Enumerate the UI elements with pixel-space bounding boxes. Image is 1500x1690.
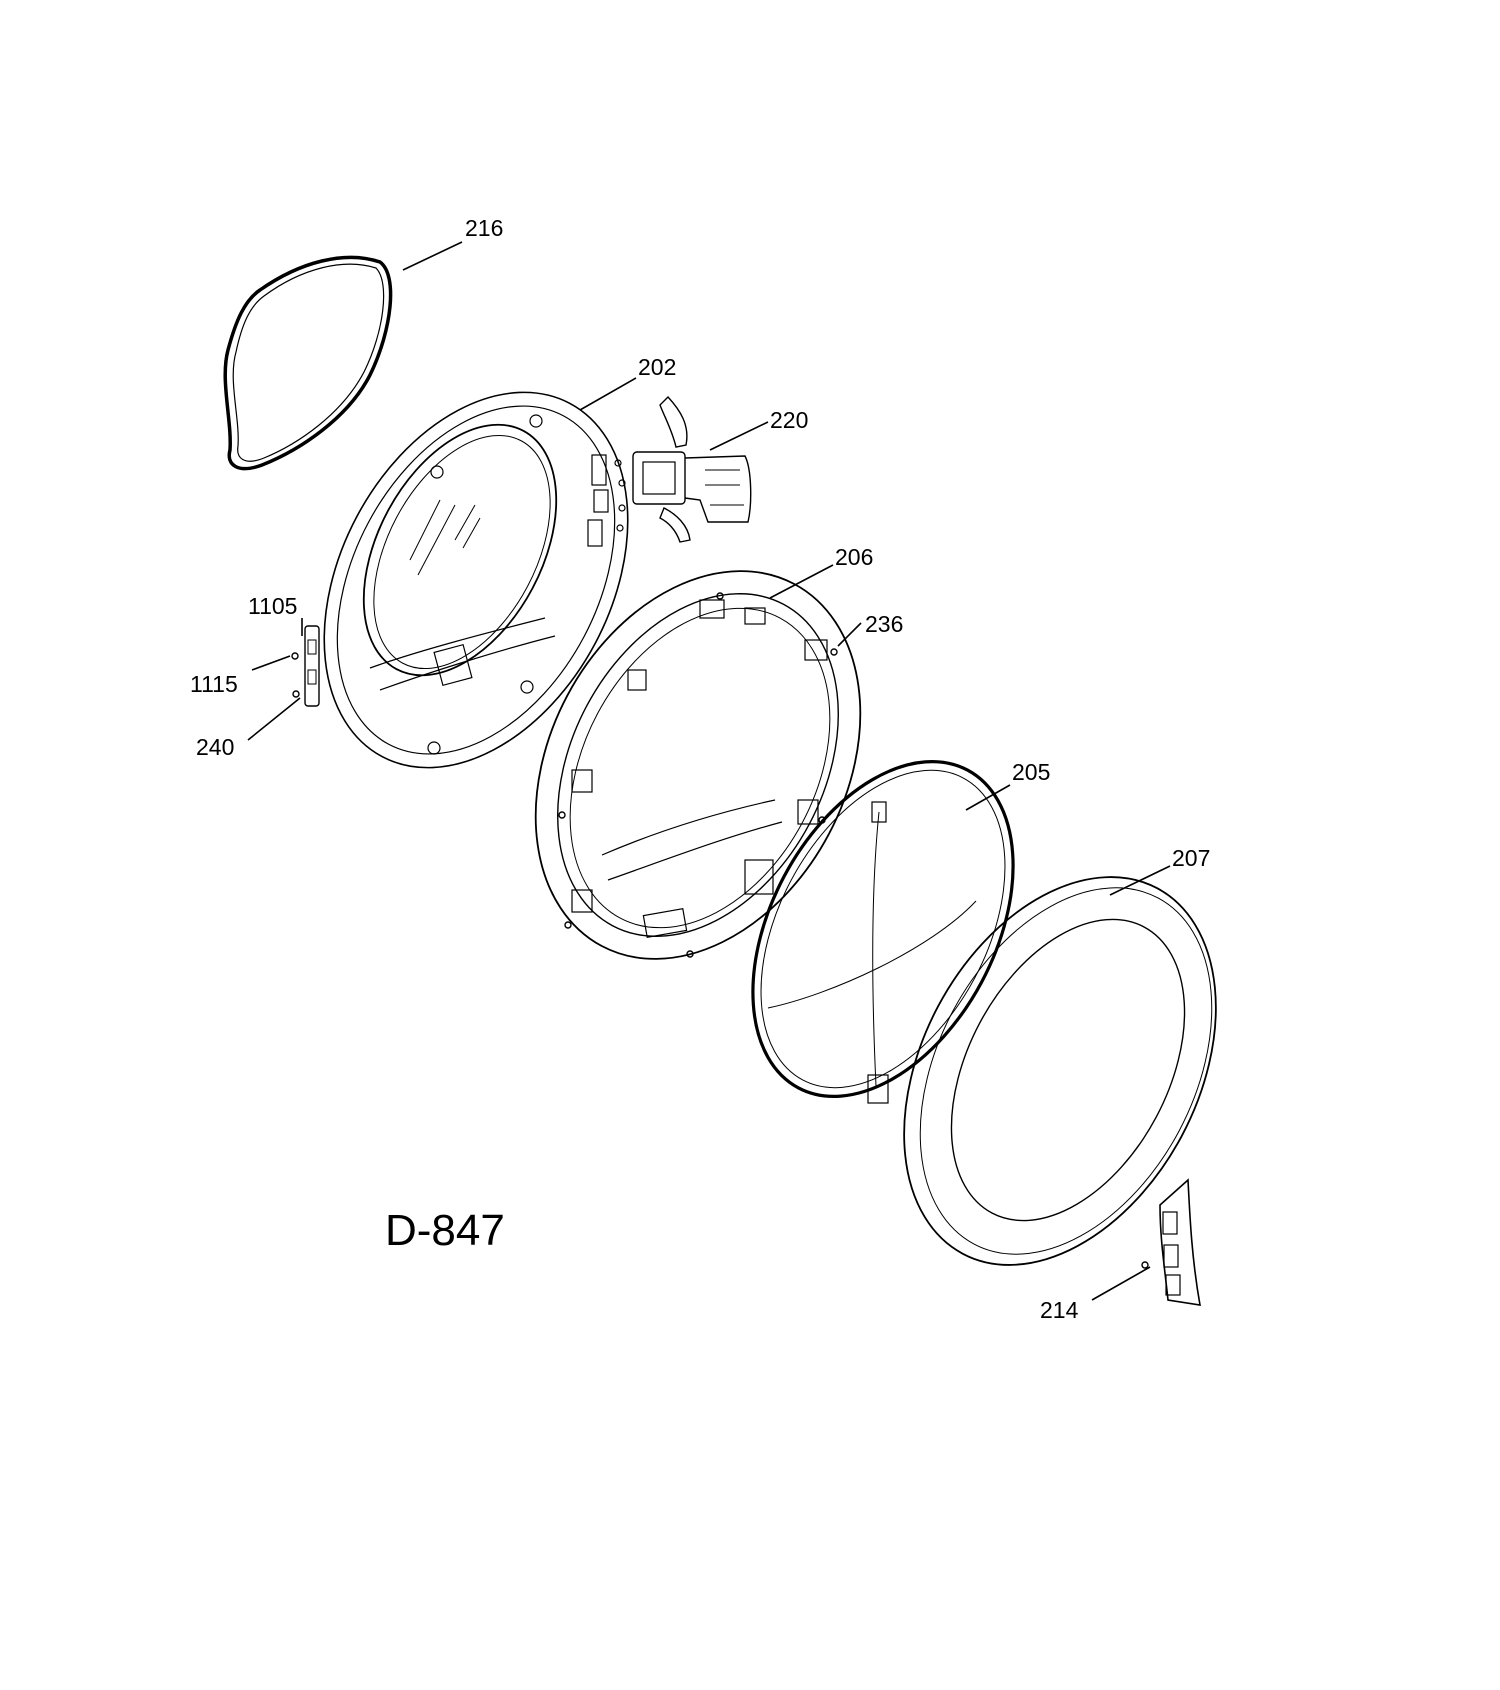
callout-1115: 1115	[190, 671, 238, 697]
part-216-gasket	[223, 255, 393, 471]
callout-220: 220	[770, 407, 808, 433]
part-220-hinge	[632, 395, 752, 543]
diagram-code: D-847	[385, 1206, 505, 1255]
callout-216: 216	[465, 215, 503, 241]
callout-205: 205	[1012, 759, 1050, 785]
part-206-inner-frame	[534, 570, 862, 960]
callout-labels: 216 202 220 206 236 1105 1115 240 205 20…	[190, 215, 1210, 1323]
callout-240: 240	[196, 734, 234, 760]
callout-236: 236	[865, 611, 903, 637]
callout-206: 206	[835, 544, 873, 570]
callout-202: 202	[638, 354, 676, 380]
part-202-door-frame	[323, 391, 629, 769]
part-latch-bracket	[291, 625, 320, 707]
part-207-trim-ring	[903, 876, 1217, 1266]
callout-214: 214	[1040, 1297, 1079, 1323]
leader-lines	[247, 241, 1171, 1301]
part-214-latch-cover	[1141, 1178, 1201, 1306]
callout-1105: 1105	[248, 593, 297, 619]
part-205-glass-ring	[751, 759, 1015, 1104]
callout-207: 207	[1172, 845, 1210, 871]
